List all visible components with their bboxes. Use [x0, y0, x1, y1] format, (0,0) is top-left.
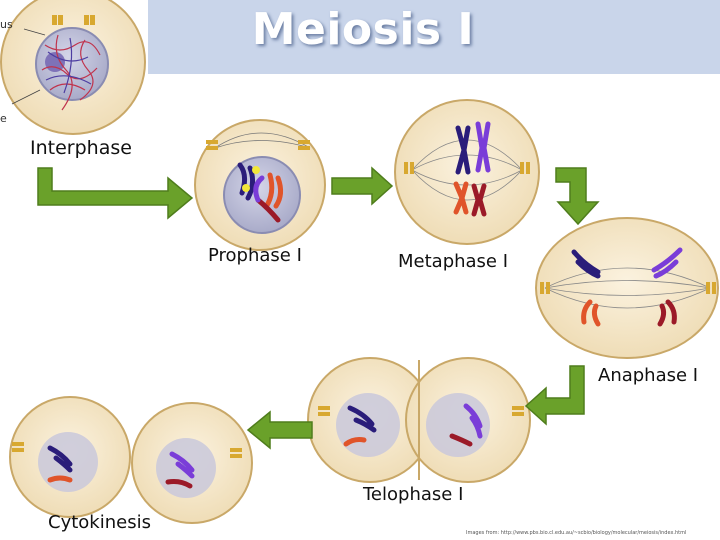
slide-title: Meiosis I	[251, 4, 475, 55]
arrow-anaphase-to-telophase	[524, 365, 585, 426]
arrow-prophase-to-metaphase	[331, 166, 394, 206]
label-anaphase: Anaphase I	[598, 365, 699, 386]
cytokinesis-cell-right	[131, 402, 253, 524]
centrosome-icon	[318, 406, 524, 416]
label-interphase: Interphase	[30, 137, 132, 159]
centrosome-icon	[52, 15, 95, 25]
edge-label-fragment: e	[0, 112, 7, 125]
interphase-cell	[0, 0, 146, 135]
telophase-cell	[307, 357, 531, 483]
cytokinesis-cell-left	[9, 396, 131, 518]
arrow-metaphase-to-anaphase	[555, 167, 600, 226]
arrow-interphase-to-prophase	[37, 167, 194, 220]
arrow-telophase-to-cytokinesis	[246, 410, 313, 450]
anaphase-cell	[535, 217, 719, 359]
centrosome-icon	[230, 448, 242, 458]
centrosome-icon	[404, 162, 530, 174]
label-prophase: Prophase I	[208, 245, 302, 266]
centrosome-icon	[12, 442, 24, 452]
metaphase-cell	[394, 99, 540, 245]
label-telophase: Telophase I	[363, 484, 464, 505]
centrosome-icon	[540, 282, 716, 294]
image-credit: Images from: http://www.pbs.bio.cl.edu.a…	[466, 530, 687, 536]
prophase-cell	[194, 119, 326, 251]
label-cytokinesis: Cytokinesis	[48, 512, 151, 533]
title-band	[148, 0, 720, 74]
edge-label-fragment: us	[0, 18, 13, 31]
centrosome-icon	[206, 140, 310, 150]
label-metaphase: Metaphase I	[398, 251, 509, 272]
